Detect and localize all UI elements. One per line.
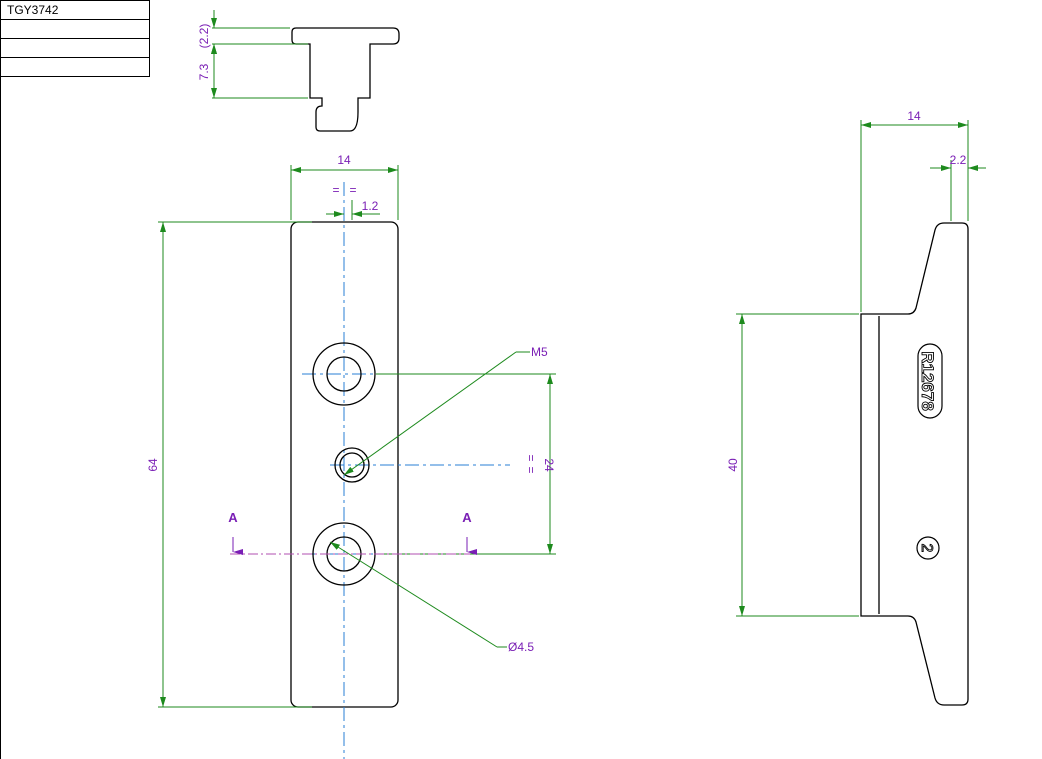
counterbore-hole-outer: [312, 342, 376, 406]
part-code-badge: [917, 343, 943, 419]
circle-marker: [916, 536, 940, 560]
top-view-outline: [291, 27, 400, 132]
side-width-dim: 14: [907, 109, 921, 123]
equal-mark: =: [524, 454, 538, 461]
side-view-outline: [860, 222, 969, 706]
section-label: A: [462, 510, 472, 525]
threaded-hole-outer: [334, 447, 370, 483]
equal-mark: =: [332, 183, 339, 197]
title-block-row: [1, 20, 149, 39]
sheet-border: [0, 75, 1, 759]
circle-number: 2: [918, 544, 935, 553]
leader-line: [343, 351, 517, 476]
hole-spacing-dim: 24: [542, 458, 556, 472]
counterbore-hole-inner: [326, 356, 362, 392]
equal-mark: =: [349, 183, 356, 197]
top-view: (2.2) 7.3: [197, 10, 400, 132]
front-view: 14 = = 1.2 64 24 = = M5 Ø4.5 A A: [146, 153, 556, 759]
side-length-dim: 40: [726, 458, 740, 472]
threaded-hole-inner: [339, 452, 365, 478]
top-height-dim: 7.3: [197, 63, 211, 80]
front-length-dim: 64: [146, 458, 160, 472]
front-offset-dim: 1.2: [362, 199, 379, 213]
top-flange-dim: (2.2): [197, 24, 211, 49]
leader-line: [329, 541, 498, 648]
title-block-part-number: TGY3742: [1, 1, 149, 20]
thread-callout: M5: [531, 345, 548, 359]
side-view: 14 2.2 40 R12678 2: [726, 109, 986, 706]
section-label: A: [228, 510, 238, 525]
front-width-dim: 14: [337, 153, 351, 167]
equal-mark: =: [524, 466, 538, 473]
title-block-row: [1, 39, 149, 58]
hole-diameter-callout: Ø4.5: [508, 640, 534, 654]
side-thickness-dim: 2.2: [950, 153, 967, 167]
part-code: R12678: [918, 351, 937, 411]
title-block: TGY3742: [0, 0, 150, 77]
